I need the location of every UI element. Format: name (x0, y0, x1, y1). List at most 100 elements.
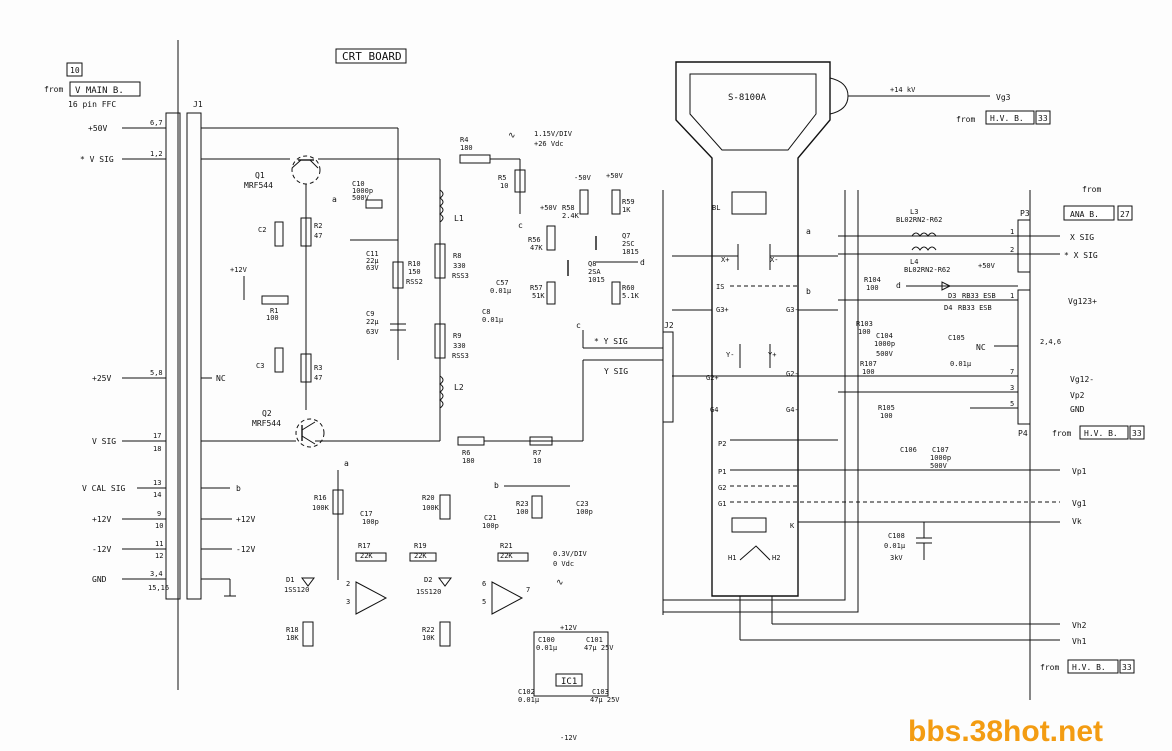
p3-connector (1017, 219, 1031, 273)
svg-text:R105: R105 (878, 404, 895, 412)
sig-label-vcal: V CAL SIG (82, 484, 126, 493)
svg-text:R57: R57 (530, 284, 543, 292)
svg-text:0 Vdc: 0 Vdc (553, 560, 574, 568)
svg-text:C105: C105 (948, 334, 965, 342)
svg-text:R107: R107 (860, 360, 877, 368)
svg-text:C21: C21 (484, 514, 497, 522)
v-main-from: from (44, 85, 63, 94)
svg-text:C107: C107 (932, 446, 949, 454)
c2 (274, 221, 284, 247)
hvb-bot-name: H.V. B. (1072, 663, 1106, 672)
svg-text:100: 100 (862, 368, 875, 376)
svg-text:BL02RN2-R62: BL02RN2-R62 (904, 266, 950, 274)
wave-bot-icon: ∿ (556, 578, 564, 588)
svg-text:7: 7 (1010, 368, 1014, 376)
svg-text:RB33 ESB: RB33 ESB (958, 304, 992, 312)
svg-text:1000p: 1000p (930, 454, 951, 462)
svg-text:10: 10 (533, 457, 541, 465)
q1-part: MRF544 (244, 181, 273, 190)
svg-text:500V: 500V (876, 350, 894, 358)
svg-text:63V: 63V (366, 264, 379, 272)
r3 (300, 353, 312, 383)
r21 (497, 552, 529, 562)
svg-text:100: 100 (266, 314, 279, 322)
svg-text:100K: 100K (422, 504, 440, 512)
r4 (459, 154, 491, 164)
crt-screen (689, 73, 817, 151)
svg-text:Y+: Y+ (768, 351, 776, 359)
ic1-outline (533, 631, 609, 697)
svg-text:C8: C8 (482, 308, 490, 316)
svg-text:from: from (1040, 663, 1059, 672)
svg-text:330: 330 (453, 342, 466, 350)
svg-text:+50V: +50V (540, 204, 558, 212)
svg-text:18: 18 (153, 445, 161, 453)
svg-text:G3+: G3+ (716, 306, 729, 314)
sig-label-gnd: GND (92, 575, 107, 584)
svg-text:R21: R21 (500, 542, 513, 550)
svg-text:C2: C2 (258, 226, 266, 234)
svg-text:47μ 25V: 47μ 25V (590, 696, 620, 704)
svg-text:G2+: G2+ (706, 374, 719, 382)
svg-text:R56: R56 (528, 236, 541, 244)
svg-text:C11: C11 (366, 250, 379, 258)
r2 (300, 217, 312, 247)
svg-text:d: d (640, 258, 645, 267)
svg-text:+50V: +50V (978, 262, 996, 270)
svg-text:C108: C108 (888, 532, 905, 540)
vp2-label: Vp2 (1070, 391, 1085, 400)
r18 (302, 621, 314, 647)
connector-j1: J1 (193, 100, 203, 109)
svg-text:G4-: G4- (786, 406, 799, 414)
q1-ref: Q1 (255, 171, 265, 180)
vh1-label: Vh1 (1072, 637, 1087, 646)
svg-text:R23: R23 (516, 500, 529, 508)
svg-text:RSS2: RSS2 (406, 278, 423, 286)
svg-text:a: a (332, 195, 337, 204)
svg-text:IC1: IC1 (561, 677, 577, 687)
svg-text:b: b (806, 287, 811, 296)
svg-text:2SA: 2SA (588, 268, 601, 276)
v-main-ref: 10 (70, 66, 80, 75)
r5 (514, 169, 526, 193)
svg-text:180: 180 (460, 144, 473, 152)
svg-text:100: 100 (880, 412, 893, 420)
svg-text:9: 9 (157, 510, 161, 518)
svg-text:R18: R18 (286, 626, 299, 634)
svg-text:18K: 18K (286, 634, 299, 642)
svg-text:R8: R8 (453, 252, 461, 260)
svg-text:H2: H2 (772, 554, 780, 562)
svg-text:C3: C3 (256, 362, 264, 370)
r17 (355, 552, 387, 562)
svg-text:IS: IS (716, 283, 724, 291)
svg-text:0.01μ: 0.01μ (884, 542, 906, 550)
svg-text:15,16: 15,16 (148, 584, 169, 592)
svg-text:22μ: 22μ (366, 318, 379, 326)
svg-text:3: 3 (1010, 384, 1014, 392)
svg-text:47K: 47K (530, 244, 543, 252)
svg-text:-12V: -12V (560, 734, 578, 742)
svg-text:R59: R59 (622, 198, 635, 206)
svg-text:R2: R2 (314, 222, 322, 230)
svg-text:2: 2 (346, 580, 350, 588)
d3 (941, 281, 952, 291)
hvb-mid-name: H.V. B. (1084, 429, 1118, 438)
page-title: CRT BOARD (342, 50, 402, 63)
r9 (434, 323, 446, 359)
svg-text:22K: 22K (360, 552, 373, 560)
svg-text:1: 1 (1010, 292, 1014, 300)
r1 (261, 295, 289, 305)
svg-text:C57: C57 (496, 279, 509, 287)
svg-text:H1: H1 (728, 554, 736, 562)
vg1-label: Vg1 (1072, 499, 1087, 508)
svg-text:1,2: 1,2 (150, 150, 163, 158)
svg-text:c: c (518, 221, 523, 230)
svg-text:0.01μ: 0.01μ (482, 316, 504, 324)
q2-part: MRF544 (252, 419, 281, 428)
svg-text:R7: R7 (533, 449, 541, 457)
opamp-2 (491, 581, 524, 615)
svg-text:22μ: 22μ (366, 257, 379, 265)
svg-text:C106: C106 (900, 446, 917, 454)
j1-right-bar (186, 112, 202, 600)
